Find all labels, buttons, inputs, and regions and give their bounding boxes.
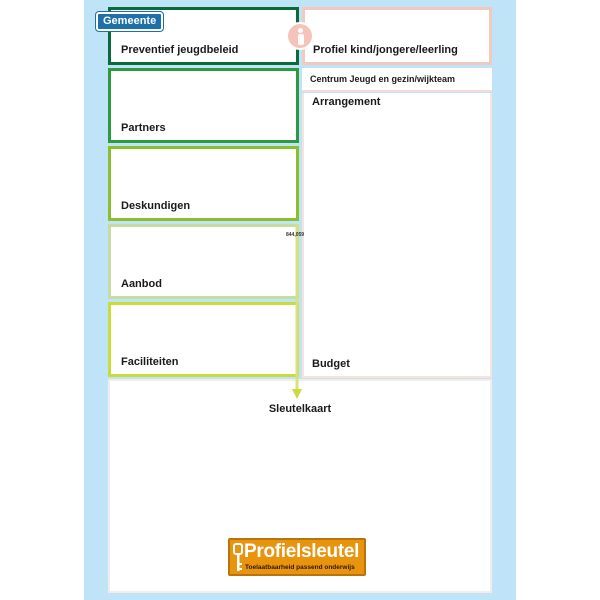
logo-tagline: Toelaatbaarheid passend onderwijs [245,564,355,571]
section-arrangement: Arrangement Budget [302,93,492,378]
person-head [298,28,303,33]
section-profiel: Profiel kind/jongere/leerling [302,7,492,65]
section-aanbod: Aanbod [108,224,299,299]
section-label: Faciliteiten [121,356,179,368]
small-code: 844,059 [286,232,305,238]
person-body [297,34,304,45]
section-label: Preventief jeugdbeleid [121,44,239,56]
person-icon [286,22,314,50]
section-label: Profiel kind/jongere/leerling [313,44,458,56]
gemeente-tag: Gemeente [96,12,164,31]
section-faciliteiten: Faciliteiten [108,302,299,377]
sleutelkaart-title: Sleutelkaart [268,403,332,415]
logo-brand: Profielsleutel [244,541,360,562]
section-label: Centrum Jeugd en gezin/wijkteam [310,74,456,84]
section-label: Partners [121,122,166,134]
section-partners: Partners [108,68,299,143]
section-label: Aanbod [121,278,162,290]
section-deskundigen: Deskundigen [108,146,299,221]
key-icon [233,543,243,571]
section-centrum-jeugd-gezin: Centrum Jeugd en gezin/wijkteam [302,68,492,92]
profielsleutel-logo: Profielsleutel Toelaatbaarheid passend o… [228,538,366,576]
section-label-budget: Budget [312,358,350,370]
section-label: Deskundigen [121,200,191,212]
arrow-down-icon [292,225,302,399]
section-label-arrangement: Arrangement [312,96,381,108]
